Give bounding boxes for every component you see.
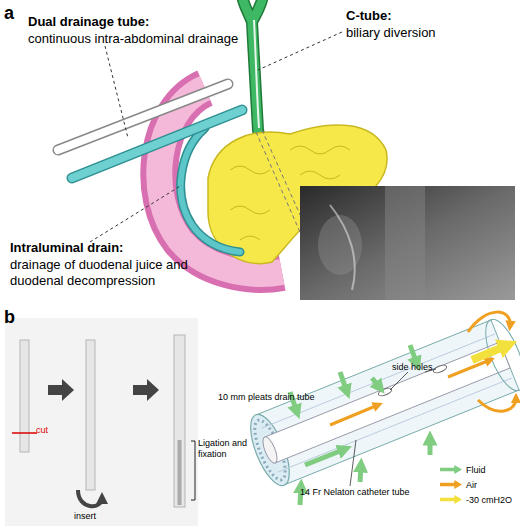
photo-background xyxy=(5,318,198,526)
step-arrow xyxy=(133,379,159,401)
fluid-arrow xyxy=(360,465,361,482)
legend-text: Air xyxy=(466,480,477,490)
white-tube-outline xyxy=(58,84,228,150)
label: 10 mm pleats drain tube xyxy=(218,392,338,403)
label: Intraluminal drain: xyxy=(10,240,210,256)
fluid-arrow xyxy=(428,438,433,455)
fluid-arrow xyxy=(305,449,345,465)
label: 14 Fr Nelaton catheter tube xyxy=(300,487,440,498)
teal-tube-outline xyxy=(72,110,242,178)
legend-row: Air xyxy=(440,477,512,492)
leader-lines xyxy=(350,369,436,486)
air-arrow xyxy=(468,312,510,332)
cut-line xyxy=(12,432,37,434)
insert-arrow xyxy=(78,490,102,506)
x-ray-image xyxy=(300,186,515,300)
c-tube-course xyxy=(256,130,306,232)
air-arrow xyxy=(448,360,490,377)
air-arrow xyxy=(330,405,378,425)
leader-line xyxy=(105,46,128,138)
label: insert xyxy=(74,511,118,522)
dual-drainage-tube xyxy=(58,84,242,178)
legend-text: Fluid xyxy=(466,465,486,475)
teal-tube xyxy=(72,110,242,178)
drain-outline xyxy=(181,128,240,252)
legend-swatch xyxy=(440,495,462,504)
leader-line xyxy=(90,185,182,242)
label: continuous intra-abdominal drainage xyxy=(28,31,278,47)
drain-fill xyxy=(181,128,240,252)
drain-tube xyxy=(86,340,95,490)
pleats-tube-body xyxy=(256,320,519,485)
x-ray-tube xyxy=(330,205,355,290)
air-arrow xyxy=(478,398,516,411)
white-tube xyxy=(58,84,228,150)
legend: FluidAir -30 cmH2O xyxy=(440,462,512,507)
leader-line xyxy=(350,440,356,486)
catheter-end xyxy=(260,435,280,465)
fluid-arrow xyxy=(372,378,380,388)
intraluminal-drain xyxy=(181,128,240,252)
label: side holes xyxy=(392,362,452,373)
inserted-catheter xyxy=(178,440,182,505)
label: Ligation and fixation xyxy=(198,438,254,461)
air-arrows xyxy=(330,312,516,425)
label: b xyxy=(4,306,26,329)
suction-arrow xyxy=(472,345,508,360)
drain-schematic xyxy=(243,312,520,505)
x-ray-frame xyxy=(300,186,515,300)
label: Dual drainage tube: xyxy=(28,14,258,30)
legend-row: -30 cmH2O xyxy=(440,492,512,507)
label: biliary diversion xyxy=(346,25,506,41)
c-tube xyxy=(254,20,259,128)
leader-line xyxy=(258,32,342,70)
legend-swatch xyxy=(440,465,462,474)
fluid-arrow xyxy=(410,345,417,364)
label: C-tube: xyxy=(346,8,466,24)
x-ray-spine xyxy=(385,186,425,300)
leader-line xyxy=(390,372,408,390)
bracket xyxy=(191,441,195,500)
step-arrow xyxy=(48,379,74,401)
label: drainage of duodenal juice and duodenal … xyxy=(10,257,200,290)
legend-swatch xyxy=(440,480,462,489)
assembled-tube xyxy=(174,335,185,507)
label: a xyxy=(4,2,26,25)
label: cut xyxy=(36,425,66,436)
catheter-tube xyxy=(20,340,29,452)
legend-text: -30 cmH2O xyxy=(466,495,512,505)
legend-row: Fluid xyxy=(440,462,512,477)
fluid-arrow xyxy=(340,372,347,392)
catheter-body xyxy=(265,342,510,463)
tube-photo xyxy=(5,318,198,526)
